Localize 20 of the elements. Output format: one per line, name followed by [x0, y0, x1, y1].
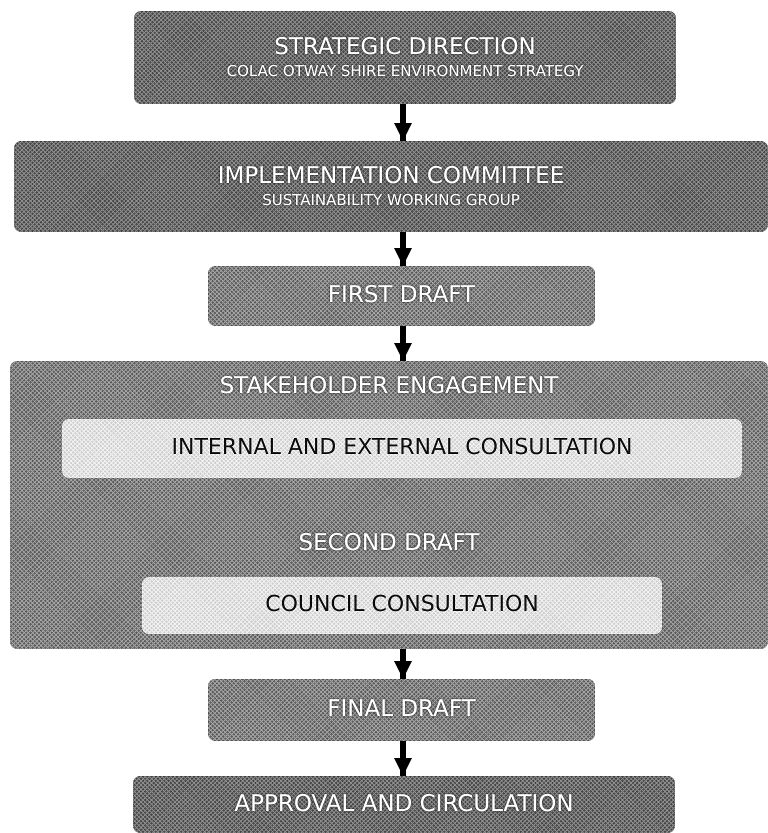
- arrow: [394, 741, 412, 776]
- step-label: COUNCIL CONSULTATION: [265, 592, 539, 619]
- step-label: INTERNAL AND EXTERNAL CONSULTATION: [172, 435, 632, 462]
- stage-subtitle: SUSTAINABILITY WORKING GROUP: [262, 190, 520, 210]
- process-box: [142, 577, 662, 634]
- arrow: [394, 232, 412, 266]
- stage-subtitle: COLAC OTWAY SHIRE ENVIRONMENT STRATEGY: [226, 62, 584, 82]
- stage-title: IMPLEMENTATION COMMITTEE: [218, 162, 564, 191]
- arrow: [394, 326, 412, 361]
- process-box: [134, 11, 676, 104]
- stage-title: STRATEGIC DIRECTION: [274, 34, 536, 62]
- process-box: [14, 141, 768, 232]
- group-box: [10, 361, 768, 649]
- process-box: [208, 679, 595, 741]
- process-box: [62, 419, 742, 478]
- arrow: [394, 649, 412, 679]
- process-box: [208, 266, 595, 326]
- process-box: [133, 776, 675, 833]
- stage-title: APPROVAL AND CIRCULATION: [234, 790, 574, 818]
- arrow: [394, 104, 412, 141]
